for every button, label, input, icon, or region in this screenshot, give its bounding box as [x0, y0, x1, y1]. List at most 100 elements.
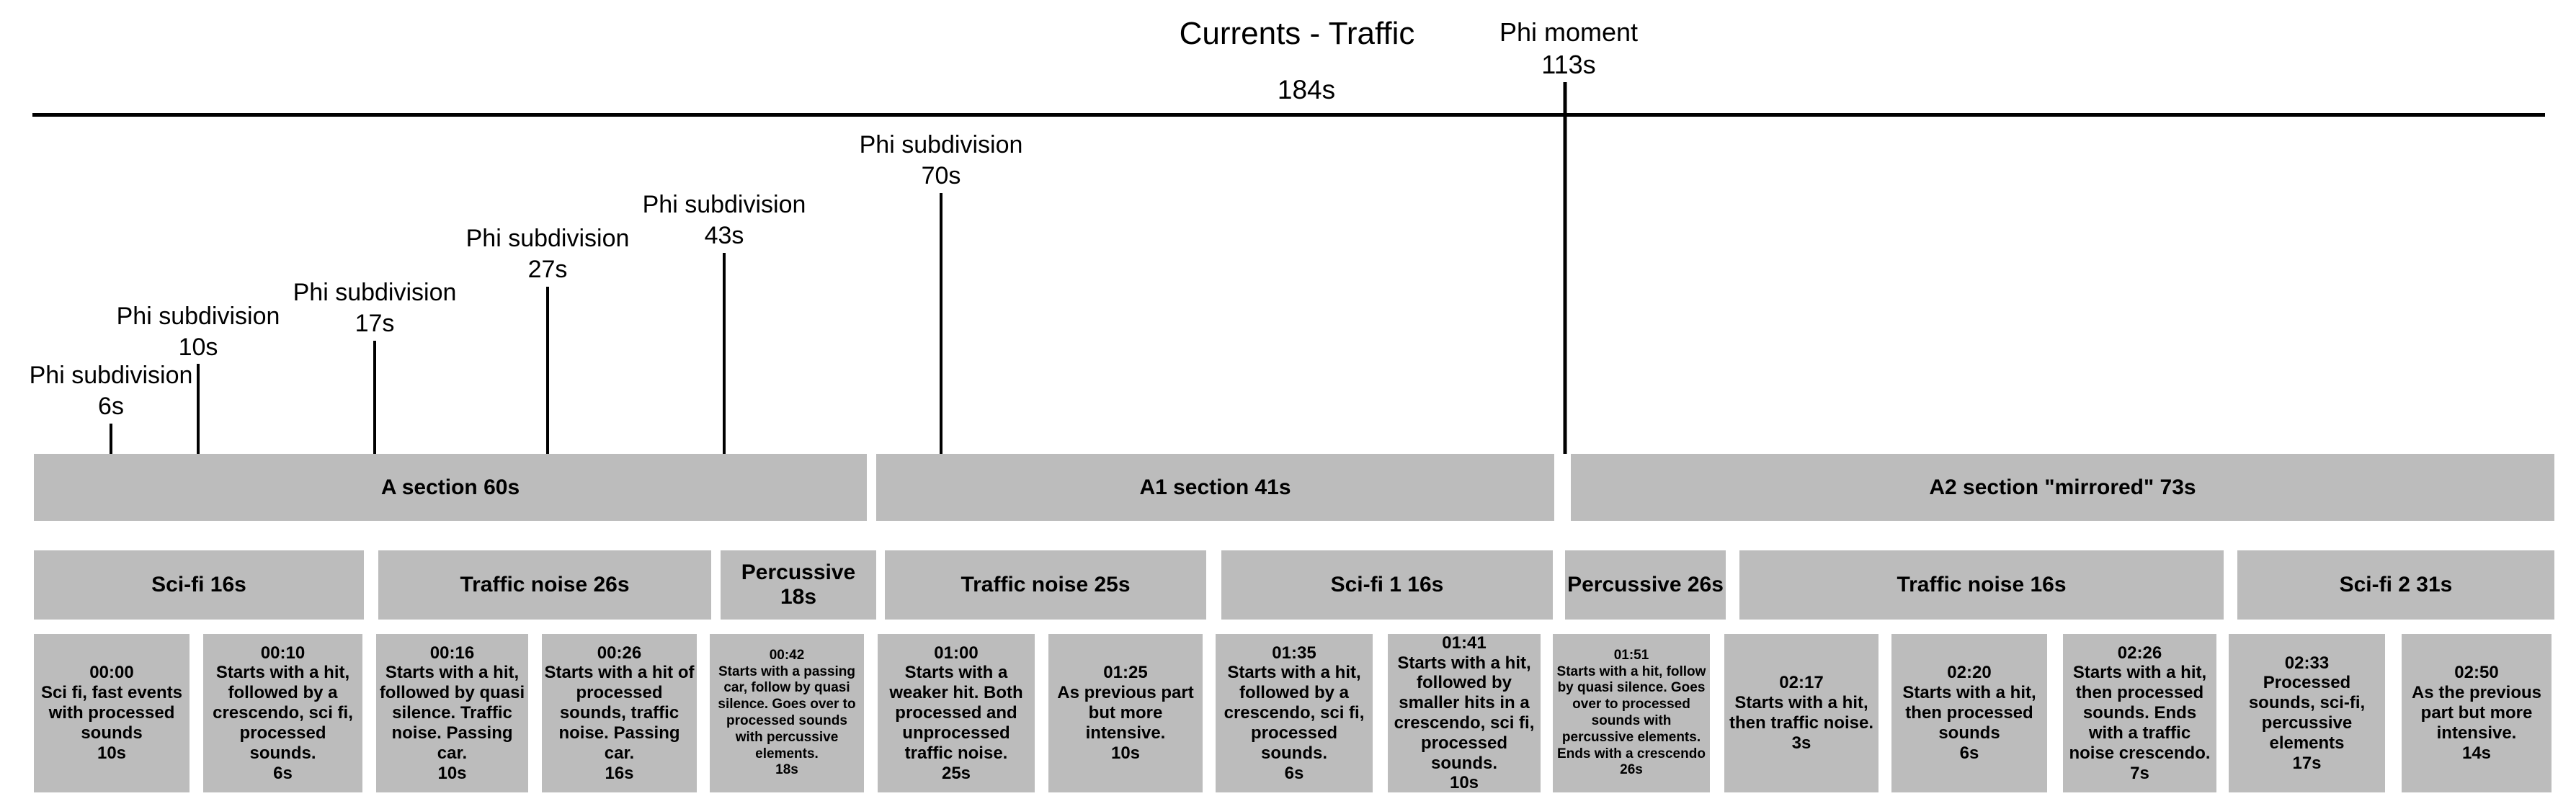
event-description: Starts with a hit, followed by smaller h… [1394, 653, 1535, 773]
event-timestamp: 01:41 [1442, 633, 1487, 653]
event-card: 01:35 Starts with a hit, followed by a c… [1216, 634, 1373, 792]
event-timestamp: 00:42 [769, 647, 805, 663]
subsection-bar: Traffic noise 26s [378, 550, 711, 620]
phi-moment-title: Phi moment [1499, 17, 1639, 47]
event-card: 01:25 As previous part but more intensiv… [1048, 634, 1203, 792]
phi-subdivision-title: Phi subdivision [465, 225, 630, 252]
subsection-bar: Traffic noise 16s [1739, 550, 2224, 620]
phi-subdivision-tick [373, 341, 376, 454]
diagram-title: Currents - Traffic [1179, 16, 1415, 51]
phi-subdivision-time: 70s [921, 161, 961, 189]
phi-subdivision-title: Phi subdivision [29, 362, 193, 389]
event-description: Starts with a hit, then traffic noise. [1729, 693, 1874, 733]
event-card: 02:33 Processed sounds, sci-fi, percussi… [2229, 634, 2385, 792]
event-description: Starts with a hit, then processed sounds… [2069, 663, 2211, 763]
event-duration: 16s [605, 763, 634, 783]
event-duration: 6s [1959, 743, 1979, 763]
event-card: 00:00 Sci fi, fast events with processed… [34, 634, 190, 792]
event-timestamp: 00:26 [597, 643, 642, 663]
event-card: 02:20 Starts with a hit, then processed … [1891, 634, 2047, 792]
phi-subdivision-time: 6s [98, 392, 124, 420]
event-description: Starts with a hit, followed by a crescen… [213, 663, 353, 763]
event-duration: 18s [775, 762, 798, 778]
phi-subdivision-title: Phi subdivision [859, 131, 1023, 158]
event-card: 00:16 Starts with a hit, followed by qua… [376, 634, 528, 792]
event-duration: 10s [97, 743, 127, 763]
event-duration: 26s [1620, 762, 1643, 778]
event-timestamp: 01:00 [934, 643, 979, 663]
event-card: 02:17 Starts with a hit, then traffic no… [1724, 634, 1878, 792]
event-card: 00:42 Starts with a passing car, follow … [710, 634, 864, 792]
subsection-bar: Percussive 18s [721, 550, 876, 620]
event-card: 01:51 Starts with a hit, follow by quasi… [1553, 634, 1710, 792]
event-card: 02:50 As the previous part but more inte… [2402, 634, 2552, 792]
event-duration: 17s [2292, 753, 2322, 773]
event-timestamp: 00:16 [429, 643, 475, 663]
phi-subdivision-label: Phi subdivision 10s [117, 301, 280, 362]
event-duration: 10s [1449, 773, 1479, 793]
event-card: 00:10 Starts with a hit, followed by a c… [203, 634, 362, 792]
event-description: Starts with a passing car, follow by qua… [718, 663, 856, 761]
event-card: 00:26 Starts with a hit of processed sou… [542, 634, 697, 792]
event-duration: 6s [1284, 763, 1304, 783]
subsection-bar: Sci-fi 1 16s [1221, 550, 1553, 620]
phi-subdivision-title: Phi subdivision [116, 303, 280, 330]
event-description: Processed sounds, sci-fi, percussive ele… [2248, 673, 2366, 753]
event-timestamp: 01:25 [1103, 663, 1148, 683]
subsection-bar: Percussive 26s [1565, 550, 1726, 620]
event-timestamp: 02:20 [1947, 663, 1992, 683]
timeline-axis [32, 113, 2545, 117]
phi-subdivision-tick [546, 287, 549, 454]
phi-subdivision-label: Phi subdivision 6s [30, 360, 193, 421]
phi-subdivision-time: 17s [355, 309, 395, 337]
phi-subdivision-label: Phi subdivision 43s [643, 189, 806, 251]
phi-moment-line [1563, 82, 1567, 454]
event-timestamp: 02:50 [2454, 663, 2499, 683]
event-description: Starts with a hit, then processed sounds [1902, 683, 2036, 743]
event-description: Starts with a hit of processed sounds, t… [544, 663, 695, 763]
phi-subdivision-time: 10s [178, 333, 218, 361]
phi-subdivision-title: Phi subdivision [293, 279, 457, 306]
event-description: Starts with a hit, followed by quasi sil… [379, 663, 525, 763]
event-description: Sci fi, fast events with processed sound… [40, 683, 183, 743]
phi-subdivision-tick [197, 364, 200, 454]
phi-subdivision-tick [723, 253, 726, 454]
event-duration: 10s [1110, 743, 1141, 763]
phi-subdivision-label: Phi subdivision 27s [466, 223, 630, 285]
event-description: Starts with a weaker hit. Both processed… [889, 663, 1023, 763]
phi-subdivision-time: 43s [704, 221, 744, 249]
event-duration: 14s [2461, 743, 2492, 763]
event-timestamp: 02:17 [1779, 673, 1824, 693]
phi-subdivision-time: 27s [527, 255, 568, 283]
phi-subdivision-tick [940, 193, 942, 454]
event-duration: 6s [273, 763, 293, 783]
phi-subdivision-title: Phi subdivision [642, 191, 806, 218]
event-card: 02:26 Starts with a hit, then processed … [2063, 634, 2216, 792]
event-timestamp: 02:33 [2284, 653, 2330, 673]
event-card: 01:00 Starts with a weaker hit. Both pro… [878, 634, 1035, 792]
subsection-bar: Sci-fi 2 31s [2237, 550, 2554, 620]
subsection-bar: Traffic noise 25s [885, 550, 1206, 620]
event-description: Starts with a hit, follow by quasi silen… [1556, 663, 1706, 761]
event-duration: 7s [2130, 763, 2149, 783]
event-duration: 10s [437, 763, 467, 783]
event-timestamp: 00:10 [260, 643, 306, 663]
event-description: Starts with a hit, followed by a crescen… [1224, 663, 1365, 763]
event-duration: 25s [941, 763, 971, 783]
phi-subdivision-tick [110, 424, 112, 454]
event-timestamp: 02:26 [2117, 643, 2162, 663]
event-description: As previous part but more intensive. [1057, 683, 1194, 743]
event-timestamp: 01:35 [1272, 643, 1316, 663]
event-description: As the previous part but more intensive. [2411, 683, 2542, 743]
phi-subdivision-label: Phi subdivision 70s [860, 130, 1023, 191]
section-bar: A1 section 41s [876, 454, 1554, 521]
phi-moment-time: 113s [1541, 50, 1596, 79]
event-timestamp: 00:00 [89, 663, 134, 683]
section-bar: A2 section "mirrored" 73s [1571, 454, 2554, 521]
phi-subdivision-label: Phi subdivision 17s [293, 277, 457, 339]
section-bar: A section 60s [34, 454, 867, 521]
phi-moment-label: Phi moment 113s [1499, 16, 1638, 81]
event-duration: 3s [1791, 733, 1811, 753]
subsection-bar: Sci-fi 16s [34, 550, 364, 620]
